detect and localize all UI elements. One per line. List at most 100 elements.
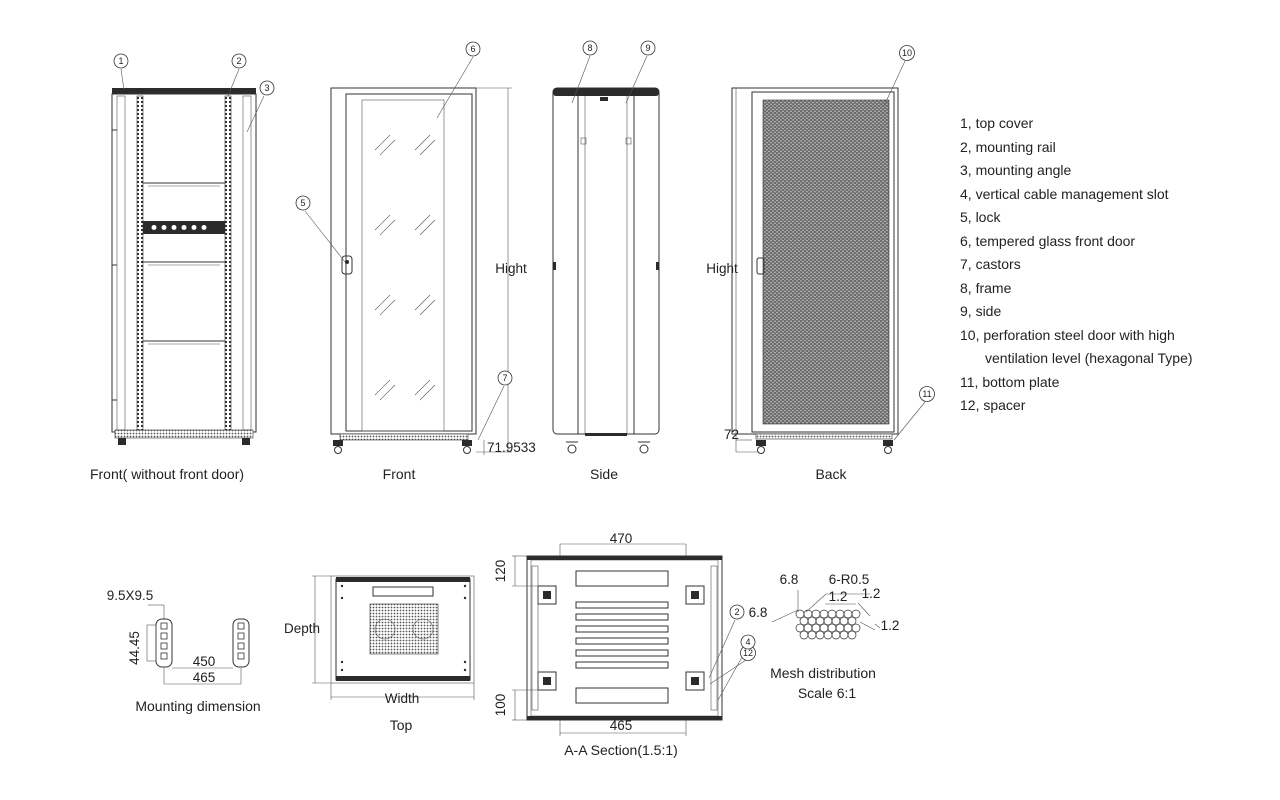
legend-item: 7, castors xyxy=(960,256,1021,272)
dim-mount-465: 465 xyxy=(193,670,216,685)
dim-mesh-1-2-b: 1.2 xyxy=(862,586,881,601)
svg-text:6: 6 xyxy=(470,44,475,54)
label-section: A-A Section(1.5:1) xyxy=(564,742,678,758)
callout-6: 6 xyxy=(465,41,481,57)
side-view xyxy=(552,87,660,454)
label-front-without-door: Front( without front door) xyxy=(90,466,244,482)
mesh-hole xyxy=(835,623,845,633)
dim-castor-front: 71.9533 xyxy=(487,440,536,455)
mesh-hole xyxy=(823,616,833,626)
legend-item: 8, frame xyxy=(960,279,1012,296)
dim-width: Width xyxy=(385,691,420,706)
svg-text:7: 7 xyxy=(502,373,507,383)
callout-9: 9 xyxy=(640,40,656,56)
callout-2: 2 xyxy=(231,53,247,69)
back-view xyxy=(731,87,899,454)
callout-11: 11 xyxy=(919,386,935,402)
legend-item: 12, spacer xyxy=(960,397,1026,413)
mesh-hole xyxy=(851,623,861,633)
mesh-hole xyxy=(827,609,837,619)
mesh-hole xyxy=(843,609,853,619)
mounting-dimension-view xyxy=(146,604,250,685)
mesh-hole xyxy=(807,630,817,640)
dim-mount-4445: 44.45 xyxy=(127,631,142,665)
mesh-hole xyxy=(847,630,857,640)
callout-4: 4 xyxy=(740,634,756,650)
mesh-hole xyxy=(819,623,829,633)
dim-section-100: 100 xyxy=(493,694,508,717)
mesh-hole xyxy=(819,609,829,619)
mesh-hole xyxy=(803,623,813,633)
mesh-hole xyxy=(839,616,849,626)
mesh-hole xyxy=(795,623,805,633)
dim-mesh-6-8-a: 6.8 xyxy=(780,572,799,587)
mesh-hole xyxy=(807,616,817,626)
svg-text:4: 4 xyxy=(745,637,750,647)
legend-item: 10, perforation steel door with high xyxy=(960,326,1175,343)
dim-mesh-1-2-c: 1.2 xyxy=(881,618,900,633)
dim-depth: Depth xyxy=(284,621,320,636)
dim-section-470: 470 xyxy=(610,531,633,546)
mesh-hole xyxy=(799,616,809,626)
legend-item: 3, mounting angle xyxy=(960,162,1072,178)
svg-text:8: 8 xyxy=(587,43,592,53)
callout-3: 3 xyxy=(259,80,275,96)
legend-item: 11, bottom plate xyxy=(960,373,1060,390)
dim-castor-back: 72 xyxy=(724,427,739,442)
parts-legend: 1, top cover 2, mounting rail 3, mountin… xyxy=(960,112,1193,418)
svg-text:12: 12 xyxy=(743,648,753,658)
mesh-hole xyxy=(835,609,845,619)
mesh-hole xyxy=(847,616,857,626)
mesh-distribution-view xyxy=(795,609,861,640)
legend-item: 5, lock xyxy=(960,209,1001,225)
legend-item: 1, top cover xyxy=(960,115,1034,131)
view-labels: Front( without front door) Front Side Ba… xyxy=(90,466,876,758)
callout-2: 2 xyxy=(729,604,745,620)
mesh-hole xyxy=(815,630,825,640)
front-without-door-view xyxy=(111,88,257,445)
mesh-hole xyxy=(827,623,837,633)
mesh-hole xyxy=(839,630,849,640)
legend-item-continued: ventilation level (hexagonal Type) xyxy=(985,350,1193,366)
callout-7: 7 xyxy=(497,370,513,386)
mesh-hole xyxy=(795,609,805,619)
mesh-hole xyxy=(831,630,841,640)
mesh-hole xyxy=(811,623,821,633)
mesh-hole xyxy=(831,616,841,626)
callout-1: 1 xyxy=(113,53,129,69)
dim-mount-450: 450 xyxy=(193,654,216,669)
dim-height-back: Hight xyxy=(706,261,738,276)
mesh-dimension-lines xyxy=(771,590,881,631)
dim-height-front: Hight xyxy=(495,261,527,276)
label-side: Side xyxy=(590,466,618,482)
callout-5: 5 xyxy=(295,195,311,211)
svg-text:10: 10 xyxy=(902,48,912,58)
mesh-hole xyxy=(843,623,853,633)
dim-mount-95: 9.5X9.5 xyxy=(107,588,154,603)
front-view xyxy=(330,87,512,455)
callout-10: 10 xyxy=(899,45,915,61)
legend-item: 4, vertical cable management slot xyxy=(960,185,1169,202)
dim-mesh-1-2-a: 1.2 xyxy=(829,589,848,604)
mesh-hole xyxy=(803,609,813,619)
label-mounting-dimension: Mounting dimension xyxy=(135,698,260,714)
label-front: Front xyxy=(383,466,416,482)
legend-item: 2, mounting rail xyxy=(960,138,1056,155)
label-mesh-scale: Scale 6:1 xyxy=(798,685,857,701)
svg-text:2: 2 xyxy=(236,56,241,66)
dim-mesh-r05: 6-R0.5 xyxy=(829,572,870,587)
section-view xyxy=(512,543,723,736)
dim-section-465: 465 xyxy=(610,718,633,733)
mesh-hole xyxy=(851,609,861,619)
svg-text:5: 5 xyxy=(300,198,305,208)
mesh-hole xyxy=(815,616,825,626)
dim-mesh-6-8-b: 6.8 xyxy=(749,605,768,620)
dim-section-120: 120 xyxy=(493,560,508,583)
top-view xyxy=(312,575,475,700)
svg-text:1: 1 xyxy=(118,56,123,66)
callout-leaders xyxy=(120,55,926,701)
callout-8: 8 xyxy=(582,40,598,56)
legend-item: 6, tempered glass front door xyxy=(960,232,1136,249)
